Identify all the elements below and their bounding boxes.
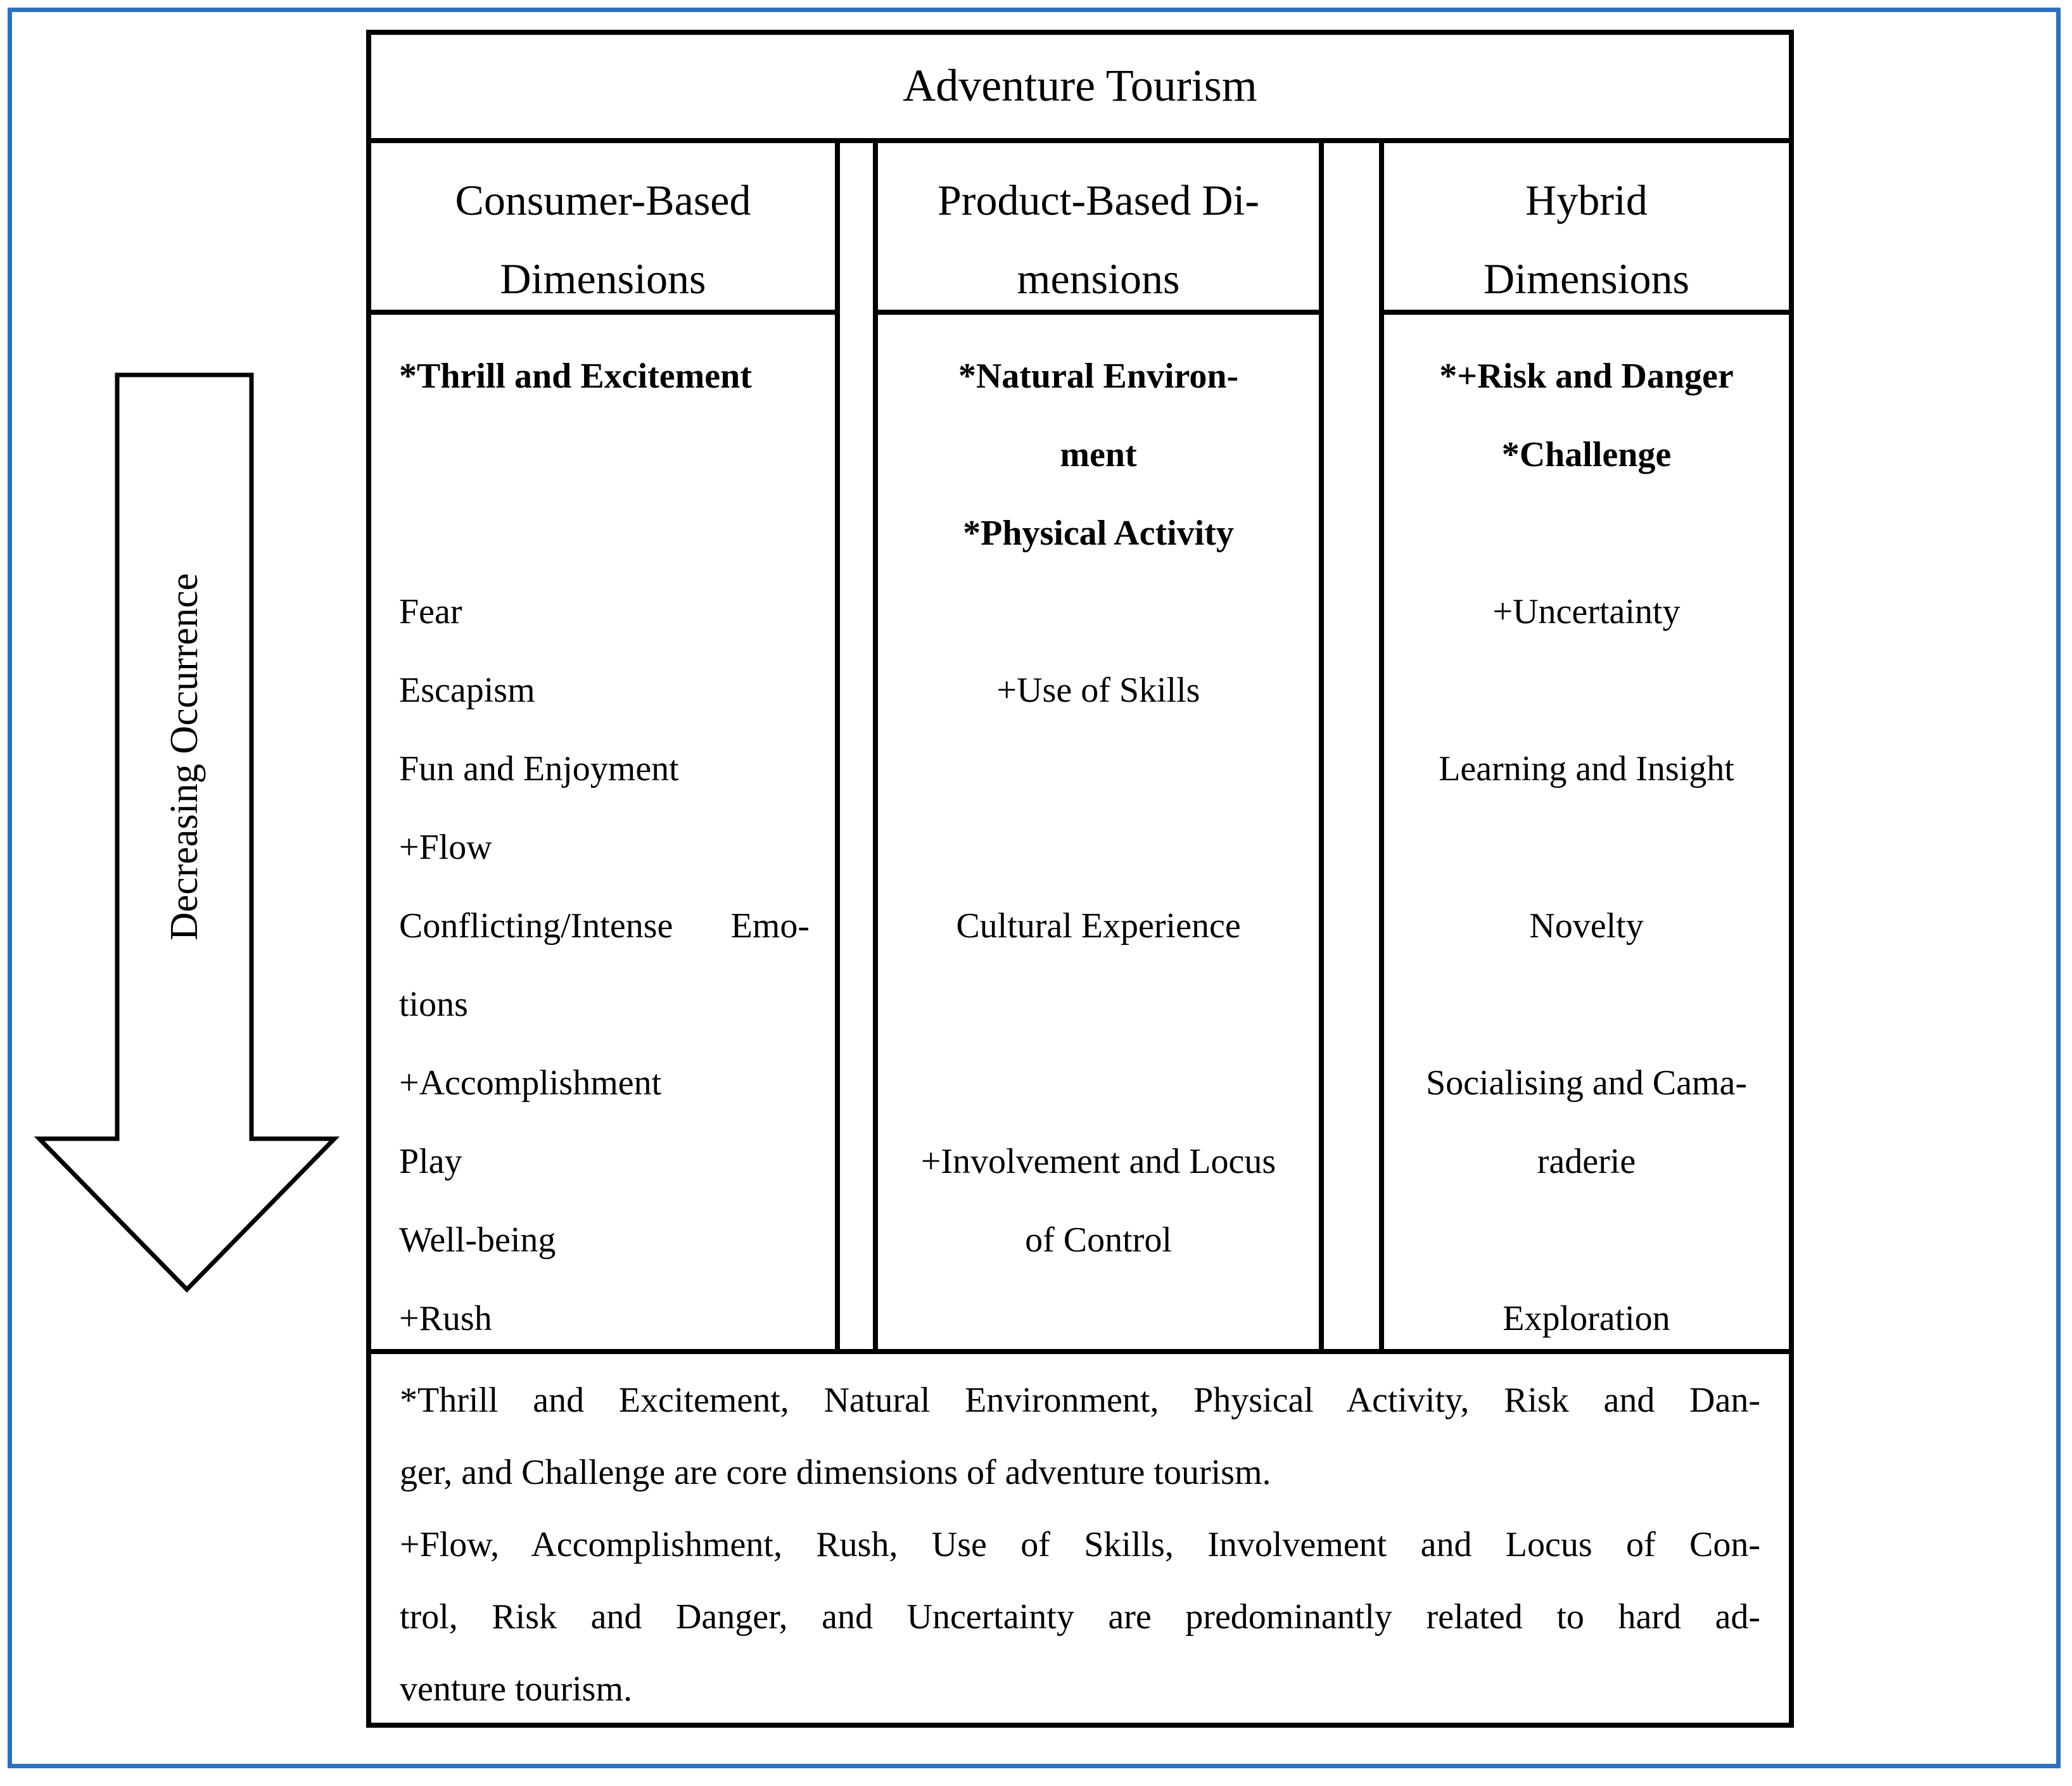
- dimension-item: Learning and Insight: [1439, 749, 1734, 788]
- dimension-item: *Thrill and Excitement: [399, 357, 752, 396]
- dimension-item-spacer: [1384, 808, 1789, 887]
- down-arrow-shape: [34, 372, 340, 1293]
- column-header-line: Dimensions: [500, 255, 706, 303]
- column-header-line: Product-Based Di-: [937, 176, 1259, 224]
- arrow-label: Decreasing Occurrence: [163, 573, 206, 941]
- table-title-row: Adventure Tourism: [371, 35, 1789, 143]
- dimension-item: Conflicting/Intense Emo-: [399, 906, 810, 946]
- footnote-line: trol, Risk and Danger, and Uncertainty a…: [400, 1597, 1760, 1637]
- column-gap-strip: [835, 143, 878, 1349]
- dimension-item: raderie: [1537, 1142, 1636, 1181]
- dimension-item-spacer: [371, 494, 835, 573]
- dimension-item: *Challenge: [1501, 435, 1672, 474]
- dimension-item: Escapism: [399, 671, 535, 710]
- dimension-item: Play: [399, 1142, 462, 1181]
- dimension-item: ment: [1060, 435, 1137, 474]
- dimension-item: Fear: [399, 592, 462, 631]
- dimension-item-spacer: [878, 573, 1319, 651]
- dimension-item-spacer: [878, 808, 1319, 887]
- column-body-product-based: *Natural Environ-ment *Physical Activity +…: [878, 315, 1319, 1358]
- footnote-line: +Flow, Accomplishment, Rush, Use of Skil…: [400, 1525, 1760, 1564]
- decreasing-occurrence-arrow: [34, 372, 340, 1293]
- outer-blue-border: [8, 8, 2061, 1768]
- dimension-item-spacer: [878, 1044, 1319, 1122]
- dimension-item: Exploration: [1503, 1299, 1670, 1338]
- dimension-item: Socialising and Cama-: [1425, 1063, 1747, 1103]
- dimension-item: +Involvement and Locus: [920, 1142, 1276, 1181]
- dimension-item: +Use of Skills: [996, 671, 1200, 710]
- dimension-item: tions: [399, 985, 468, 1024]
- dimension-item: +Accomplishment: [399, 1063, 662, 1103]
- dimension-item: *Physical Activity: [963, 514, 1234, 553]
- dimension-item: Fun and Enjoyment: [399, 749, 679, 788]
- dimension-item: +Uncertainty: [1492, 592, 1681, 631]
- column-header-line: mensions: [1017, 255, 1180, 303]
- dimension-item: *Natural Environ-: [958, 357, 1239, 396]
- dimension-item: of Control: [1025, 1220, 1172, 1260]
- dimension-item: Novelty: [1529, 906, 1644, 946]
- table-title: Adventure Tourism: [903, 60, 1257, 111]
- footnote-line: ger, and Challenge are core dimensions o…: [400, 1453, 1271, 1492]
- column-header-line: Dimensions: [1484, 255, 1689, 303]
- dimension-item-spacer: [878, 730, 1319, 808]
- dimension-item-spacer: [1384, 651, 1789, 730]
- dimension-item: Cultural Experience: [956, 906, 1241, 946]
- column-header-product-based: Product-Based Di-mensions: [878, 143, 1319, 315]
- column-gap-strip: [1319, 143, 1384, 1349]
- footnote-line: venture tourism.: [400, 1669, 633, 1709]
- footnote-box: *Thrill and Excitement, Natural Environm…: [371, 1349, 1789, 1723]
- dimension-item: +Flow: [399, 828, 492, 867]
- dimension-item-spacer: [1384, 494, 1789, 573]
- column-header-line: Consumer-Based: [455, 176, 751, 224]
- dimension-item: +Rush: [399, 1299, 492, 1338]
- footnote-line: *Thrill and Excitement, Natural Environm…: [400, 1381, 1760, 1420]
- column-product-based: Product-Based Di-mensions *Natural Enviro…: [878, 143, 1319, 1349]
- dimension-item-spacer: [1384, 965, 1789, 1044]
- dimension-item-spacer: [1384, 1201, 1789, 1279]
- dimension-item: Well-being: [399, 1220, 556, 1260]
- column-header-line: Hybrid: [1525, 176, 1648, 224]
- dimension-item-spacer: [878, 1279, 1319, 1358]
- dimension-item-spacer: [878, 965, 1319, 1044]
- dimension-item-spacer: [371, 415, 835, 494]
- dimension-item: *+Risk and Danger: [1439, 357, 1734, 396]
